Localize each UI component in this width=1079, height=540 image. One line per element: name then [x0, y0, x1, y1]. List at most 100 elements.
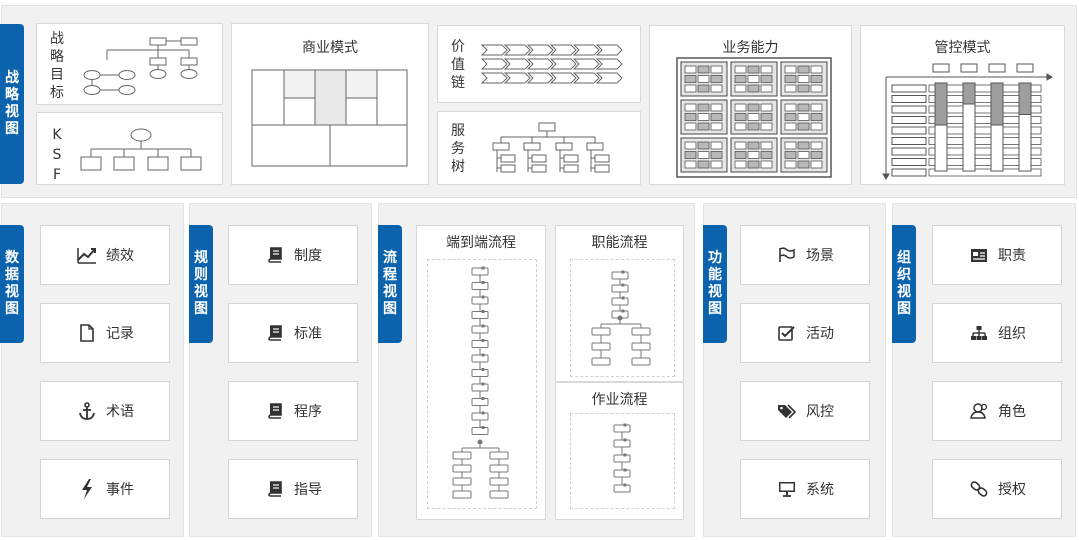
capability-cell: [747, 75, 760, 83]
value-chain-chevron: [480, 58, 508, 70]
capability-cell: [797, 160, 810, 169]
service-tree-card[interactable]: 服务树: [437, 111, 641, 185]
data-item-event[interactable]: 事件: [40, 459, 170, 519]
value-chain-chevron: [572, 58, 600, 70]
rule-item-system[interactable]: 制度: [228, 225, 358, 285]
flow-step: [471, 412, 489, 421]
business-capability-grid: [676, 57, 832, 178]
flow-step-marker: [621, 309, 625, 313]
data-item-record[interactable]: 记录: [40, 303, 170, 363]
org-item-role[interactable]: 角色: [932, 381, 1062, 441]
function-item-risk-control[interactable]: 风控: [740, 381, 870, 441]
flow-step: [631, 357, 651, 366]
strategy-goal-card[interactable]: 战略目标: [36, 23, 223, 105]
capability-cell: [697, 75, 710, 83]
value-chain-chevron: [549, 72, 577, 84]
capability-cell: [760, 122, 773, 131]
flow-step-marker: [481, 310, 485, 313]
value-chain-card[interactable]: 价值链: [437, 25, 641, 103]
flag-icon: [776, 244, 798, 266]
flow-step: [613, 469, 631, 478]
service-tree-node: [523, 142, 541, 151]
service-tree-node: [492, 142, 510, 151]
org-item-organization[interactable]: 组织: [932, 303, 1062, 363]
strategy-view-tag[interactable]: 战略视图: [0, 24, 24, 184]
flow-step: [631, 327, 651, 336]
rule-view-tag[interactable]: 规则视图: [189, 225, 213, 343]
flow-step-marker: [481, 295, 485, 299]
flow-step-marker: [481, 397, 485, 400]
flow-step-marker: [621, 296, 625, 300]
flow-step-marker: [481, 281, 485, 284]
strategy-goal-diagram: [83, 37, 198, 95]
matrix-row-header: [891, 158, 927, 166]
capability-cell: [810, 65, 823, 74]
flow-step: [489, 477, 509, 486]
functional-process-card[interactable]: 职能流程: [555, 225, 684, 382]
capability-cell: [734, 75, 747, 83]
operation-process-card[interactable]: 作业流程: [555, 382, 684, 520]
service-tree-node: [531, 154, 547, 163]
data-item-terminology[interactable]: 术语: [40, 381, 170, 441]
function-view-tag-label: 功能视图: [708, 250, 722, 317]
capability-cell: [760, 84, 773, 93]
function-item-system[interactable]: 系统: [740, 459, 870, 519]
capability-cell: [734, 160, 747, 169]
capability-cell: [784, 141, 797, 150]
capability-cell: [684, 151, 697, 159]
trend-chart-icon: [76, 244, 98, 266]
business-model-card[interactable]: 商业模式: [231, 23, 429, 185]
capability-cell: [697, 122, 710, 131]
control-mode-title: 管控模式: [934, 40, 991, 56]
capability-cell: [710, 151, 723, 159]
data-item-performance-label: 绩效: [106, 248, 134, 264]
data-view-tag[interactable]: 数据视图: [0, 225, 24, 343]
data-item-event-label: 事件: [106, 482, 134, 498]
matrix-row: [928, 158, 1042, 166]
capability-cell: [810, 103, 823, 112]
rule-item-guide[interactable]: 指导: [228, 459, 358, 519]
flow-step: [489, 451, 509, 460]
function-item-scenario[interactable]: 场景: [740, 225, 870, 285]
matrix-row: [928, 147, 1042, 156]
rule-item-procedure[interactable]: 程序: [228, 381, 358, 441]
service-tree-node: [563, 164, 579, 173]
matrix-row-header: [891, 116, 927, 124]
matrix-column-fill: [990, 82, 1004, 126]
capability-cell: [784, 65, 797, 74]
value-chain-chevron: [503, 72, 531, 84]
function-view-tag[interactable]: 功能视图: [703, 225, 727, 343]
book-icon: [264, 400, 286, 422]
process-view-tag[interactable]: 流程视图: [378, 225, 402, 343]
book-icon: [264, 478, 286, 500]
flow-step-marker: [481, 324, 485, 328]
org-item-authorization[interactable]: 授权: [932, 459, 1062, 519]
rule-item-standard[interactable]: 标准: [228, 303, 358, 363]
capability-cell: [784, 113, 797, 121]
org-item-duty[interactable]: 职责: [932, 225, 1062, 285]
flow-step: [471, 340, 489, 348]
capability-cell: [760, 65, 773, 74]
business-model-title: 商业模式: [302, 40, 358, 56]
matrix-column-fill: [962, 82, 976, 105]
function-item-activity[interactable]: 活动: [740, 303, 870, 363]
e2e-process-card[interactable]: 端到端流程: [416, 225, 546, 520]
capability-cell: [734, 122, 747, 131]
value-chain-label: 价值链: [451, 39, 465, 91]
strategy-view-tag-label: 战略视图: [5, 70, 19, 137]
rule-item-system-label: 制度: [294, 248, 322, 264]
control-mode-card[interactable]: 管控模式: [860, 25, 1065, 185]
ksf-card[interactable]: KSF: [36, 112, 223, 185]
capability-cell: [810, 113, 823, 121]
flow-step-marker: [623, 453, 627, 457]
capability-cell: [747, 151, 760, 159]
capability-cell: [784, 122, 797, 131]
data-item-performance[interactable]: 绩效: [40, 225, 170, 285]
service-tree-node: [500, 164, 516, 173]
org-view-tag[interactable]: 组织视图: [892, 225, 916, 343]
service-tree-diagram: [492, 122, 610, 173]
capability-cell: [734, 113, 747, 121]
business-capability-card[interactable]: 业务能力: [649, 25, 852, 185]
process-view-tag-label: 流程视图: [383, 250, 397, 317]
matrix-row: [928, 126, 1042, 135]
